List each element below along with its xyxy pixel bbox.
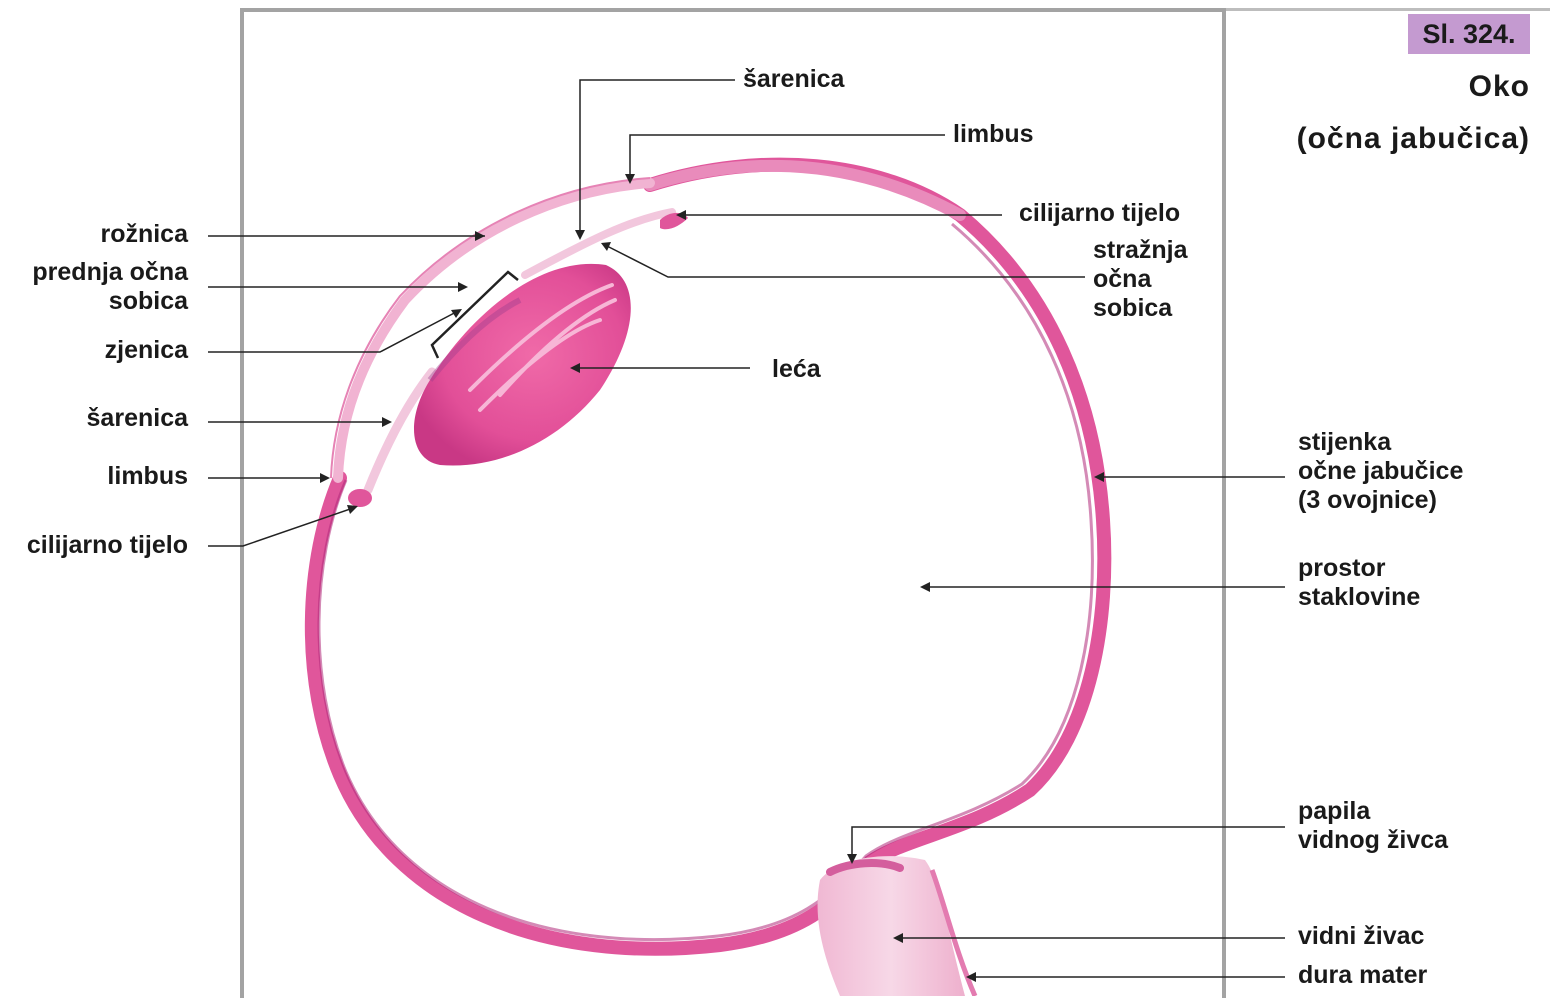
iris-upper bbox=[521, 208, 676, 279]
cornea bbox=[333, 178, 655, 483]
label-optic-papilla: papila vidnog živca bbox=[1298, 797, 1449, 854]
label-anterior-chamber: prednja očna sobica bbox=[32, 258, 188, 315]
arrow-head bbox=[382, 417, 392, 427]
label-limbus-left: limbus bbox=[107, 462, 188, 490]
pupil-bracket bbox=[430, 270, 519, 359]
arrow-head bbox=[475, 231, 485, 241]
arrow-head bbox=[966, 972, 976, 982]
label-pupil: zjenica bbox=[104, 336, 188, 364]
optic-disc bbox=[826, 859, 904, 876]
arrow-head bbox=[347, 505, 358, 514]
figure-number: Sl. 324. bbox=[1422, 19, 1516, 49]
label-limbus-top: limbus bbox=[953, 120, 1034, 148]
arrow-head bbox=[920, 582, 930, 592]
arrow-head bbox=[458, 282, 468, 292]
arrow-head bbox=[625, 174, 635, 184]
figure-title: Oko bbox=[1468, 70, 1530, 103]
sclera-upper bbox=[644, 159, 966, 221]
arrow-heads bbox=[320, 174, 1104, 982]
figure-number-badge: Sl. 324. bbox=[1408, 14, 1530, 54]
lens bbox=[413, 263, 631, 466]
arrow-head bbox=[847, 854, 857, 864]
leader-line bbox=[604, 244, 1085, 278]
figure-subtitle: (očna jabučica) bbox=[1296, 122, 1530, 155]
label-cornea: rožnica bbox=[100, 220, 188, 248]
eyeball-wall-inner-layer bbox=[317, 222, 1094, 942]
eyeball-wall bbox=[304, 157, 1112, 956]
label-optic-nerve: vidni živac bbox=[1298, 922, 1425, 950]
label-iris-left: šarenica bbox=[86, 404, 188, 432]
arrow-head bbox=[1094, 472, 1104, 482]
leader-line bbox=[629, 134, 945, 180]
optic-nerve bbox=[817, 856, 965, 996]
iris-lower bbox=[363, 367, 437, 495]
label-vitreous-space: prostor staklovine bbox=[1298, 554, 1421, 611]
ciliary-body-lower bbox=[348, 489, 372, 507]
leader-line bbox=[579, 79, 735, 236]
arrow-head bbox=[320, 473, 330, 483]
label-posterior-chamber: stražnja očna sobica bbox=[1093, 236, 1188, 322]
lens-fibers bbox=[468, 283, 617, 412]
label-lens: leća bbox=[772, 355, 821, 383]
image-frame bbox=[240, 8, 1226, 998]
arrow-head bbox=[575, 230, 585, 240]
arrow-head bbox=[676, 210, 686, 220]
header-rule bbox=[1226, 8, 1550, 11]
optic-nerve-sheath bbox=[929, 869, 978, 996]
arrow-head bbox=[601, 242, 611, 251]
leader-lines bbox=[208, 79, 1285, 978]
leader-line bbox=[208, 506, 357, 547]
arrow-head bbox=[893, 933, 903, 943]
cornea-edge bbox=[330, 177, 651, 479]
label-ciliary-body-top: cilijarno tijelo bbox=[1019, 199, 1181, 227]
leader-line bbox=[208, 309, 461, 353]
arrow-head bbox=[451, 309, 462, 318]
label-iris-top: šarenica bbox=[743, 65, 845, 93]
leader-line bbox=[851, 826, 1285, 860]
label-dura-mater: dura mater bbox=[1298, 961, 1428, 989]
label-eyeball-wall: stijenka očne jabučice (3 ovojnice) bbox=[1298, 428, 1464, 514]
arrow-head bbox=[570, 363, 580, 373]
lens-shadow bbox=[427, 297, 522, 382]
label-ciliary-body-left: cilijarno tijelo bbox=[26, 531, 188, 559]
